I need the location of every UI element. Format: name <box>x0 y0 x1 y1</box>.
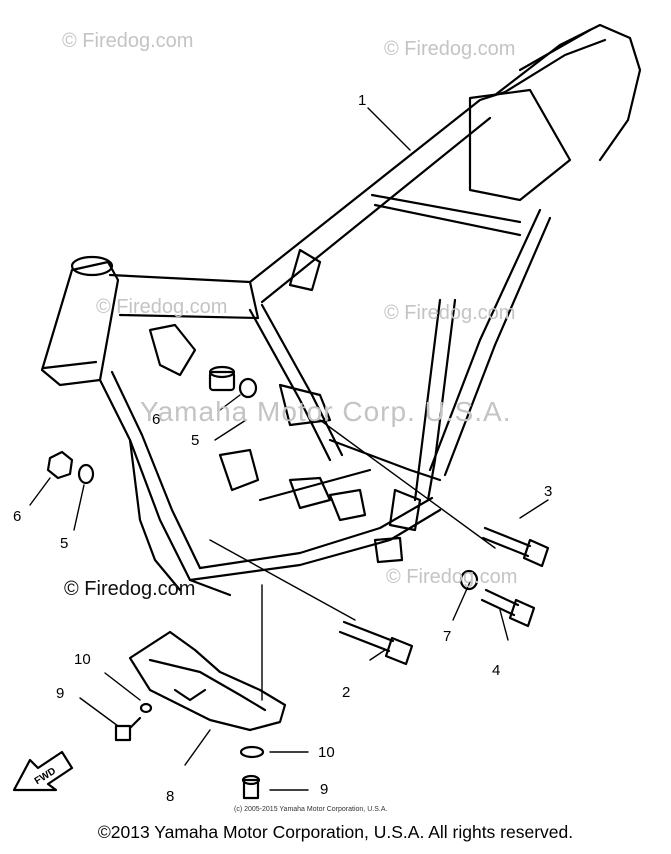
main-frame <box>40 23 642 597</box>
bolt-3 <box>481 526 550 568</box>
callout-6: 6 <box>13 508 22 525</box>
callout-6: 6 <box>152 411 161 428</box>
skid-plate-8 <box>128 630 287 732</box>
collar-6-upper <box>208 365 236 392</box>
fwd-arrow-icon <box>12 750 74 792</box>
bolt-9-bottom <box>241 774 261 800</box>
watermark-center: Yamaha Motor Corp. U.S.A. <box>140 396 512 427</box>
watermark: © Firedog.com <box>386 566 518 588</box>
leader-lines <box>29 107 549 791</box>
fwd-label: FWD <box>33 766 58 787</box>
callout-4: 4 <box>492 662 501 679</box>
callout-9: 9 <box>56 685 65 702</box>
callout-1: 1 <box>358 92 367 109</box>
washer-7 <box>459 569 479 591</box>
washer-10-bottom <box>239 745 265 759</box>
watermark: © Firedog.com <box>384 38 516 60</box>
callout-5: 5 <box>191 432 200 449</box>
nut-6-left <box>46 450 74 480</box>
callout-5: 5 <box>60 535 69 552</box>
callout-9: 9 <box>320 781 329 798</box>
fine-print-copyright: (c) 2005-2015 Yamaha Motor Corporation, … <box>234 806 388 813</box>
callout-10: 10 <box>74 651 91 668</box>
washer-5-left <box>77 463 95 485</box>
callout-2: 2 <box>342 684 351 701</box>
bolt-2 <box>338 620 414 666</box>
watermark: © Firedog.com <box>96 296 228 318</box>
callout-7: 7 <box>443 628 452 645</box>
watermark: © Firedog.com <box>384 302 516 324</box>
watermark: © Firedog.com <box>62 30 194 52</box>
footer-copyright: ©2013 Yamaha Motor Corporation, U.S.A. A… <box>97 822 574 842</box>
firedog-label: © Firedog.com <box>64 578 196 600</box>
callout-8: 8 <box>166 788 175 805</box>
callout-3: 3 <box>544 483 553 500</box>
bolt-9-left <box>114 716 142 742</box>
washer-10-left <box>139 702 153 714</box>
washer-5-upper <box>238 377 258 399</box>
bolt-4 <box>480 588 536 628</box>
callout-10: 10 <box>318 744 335 761</box>
